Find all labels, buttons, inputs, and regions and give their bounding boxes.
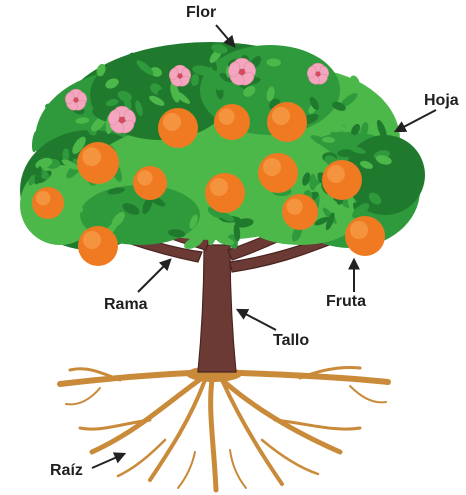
leaf — [142, 196, 153, 215]
leaf — [371, 94, 383, 106]
leaf — [92, 109, 111, 122]
leaf — [105, 78, 119, 89]
leaf — [208, 223, 218, 246]
leaf — [105, 99, 119, 107]
leaf — [351, 123, 361, 136]
leaf — [113, 61, 128, 72]
fruit — [78, 226, 118, 266]
leaf — [168, 229, 186, 238]
leaf — [107, 187, 125, 195]
leaf — [385, 124, 396, 137]
fruit — [322, 160, 362, 200]
leaf — [45, 103, 58, 111]
leaf — [233, 223, 241, 242]
leaf — [192, 65, 214, 76]
leaf — [360, 160, 373, 169]
fruit — [282, 194, 318, 230]
leaf — [325, 212, 335, 231]
leaf — [393, 148, 411, 157]
trunk-arrow — [235, 308, 277, 331]
leaf — [72, 136, 86, 154]
leaf — [184, 236, 204, 249]
fruit — [133, 166, 167, 200]
leaf — [266, 86, 275, 102]
leaf — [219, 72, 233, 83]
flower-arrow — [215, 24, 236, 48]
root-label: Raíz — [50, 462, 83, 479]
leaf — [149, 95, 165, 106]
leaf — [249, 45, 265, 59]
fruit-label: Fruta — [326, 293, 366, 310]
leaf — [34, 166, 42, 185]
leaf — [324, 123, 346, 133]
flower — [108, 105, 136, 134]
flower — [168, 64, 192, 87]
leaf — [136, 60, 154, 75]
trunk-label: Tallo — [273, 332, 310, 349]
leaf-label: Hoja — [424, 92, 459, 109]
leaf — [349, 146, 366, 154]
leaf — [157, 88, 172, 98]
fruit — [267, 102, 307, 142]
leaf — [352, 203, 370, 219]
flower — [306, 62, 330, 85]
leaf — [190, 73, 199, 86]
branch-label: Rama — [104, 296, 148, 313]
fruit — [345, 216, 385, 256]
branch-arrow — [137, 258, 172, 293]
fruit — [32, 187, 64, 219]
leaf — [309, 96, 319, 111]
leaf — [266, 58, 281, 67]
roots — [57, 366, 391, 493]
flower — [64, 88, 88, 111]
leaf — [375, 155, 392, 165]
leaf — [135, 100, 143, 117]
leaf — [207, 206, 223, 219]
leaf — [256, 189, 273, 206]
leaf — [35, 157, 53, 169]
leaf — [314, 216, 329, 226]
leaf-arrow — [393, 109, 437, 133]
leaf — [189, 214, 198, 229]
leaf — [123, 94, 132, 111]
leaf — [219, 212, 235, 222]
leaf — [75, 117, 90, 124]
leaf — [360, 122, 369, 138]
flower — [228, 57, 256, 86]
leaf — [61, 159, 79, 170]
leaf — [376, 119, 388, 140]
leaf — [122, 203, 140, 215]
leaf — [173, 90, 191, 104]
flowers — [64, 57, 330, 134]
fruit — [158, 108, 198, 148]
fruit — [258, 153, 298, 193]
fruit — [205, 173, 245, 213]
leaf — [332, 101, 346, 111]
leaf — [368, 192, 382, 205]
leaf — [302, 172, 311, 186]
leaf — [215, 79, 230, 91]
leaf — [96, 63, 106, 77]
leaf — [349, 75, 360, 91]
root-arrow — [91, 452, 127, 469]
leaf — [216, 236, 235, 246]
leaf — [31, 130, 39, 153]
leaf — [339, 210, 352, 227]
leaf — [301, 129, 317, 137]
leaf — [63, 205, 84, 215]
fruits — [32, 102, 385, 266]
leaf — [337, 134, 355, 147]
leaf — [62, 148, 70, 162]
fruit — [77, 142, 119, 184]
fruit — [214, 104, 250, 140]
leaf — [337, 149, 356, 158]
leaf — [321, 136, 336, 143]
flower-label: Flor — [186, 4, 217, 21]
leaf — [340, 93, 358, 108]
leaf — [243, 85, 256, 97]
